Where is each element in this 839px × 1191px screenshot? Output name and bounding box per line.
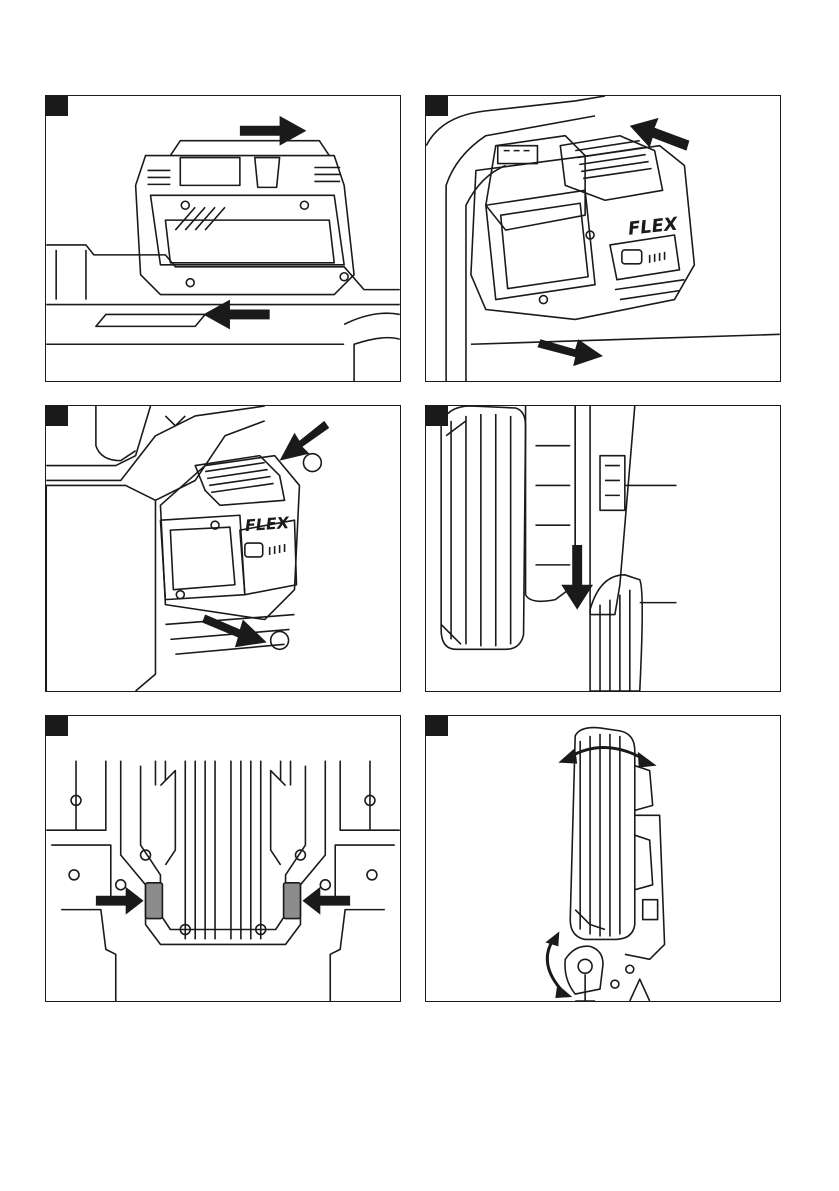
rotation-illustration [426, 716, 780, 1001]
figure-panel-3: FLEX [45, 405, 401, 692]
figure-number-tab [46, 716, 68, 736]
figure-panel-6 [425, 715, 781, 1002]
figure-panel-2: FLEX [425, 95, 781, 382]
right-latch-button [284, 883, 301, 919]
side-battery-illustration [426, 406, 780, 691]
figure-panel-5 [45, 715, 401, 1002]
battery-insertion-illustration: FLEX [426, 96, 780, 381]
figure-number-tab [46, 96, 68, 116]
figure-panel-4 [425, 405, 781, 692]
battery-removal-illustration [46, 96, 400, 381]
figure-number-tab [426, 96, 448, 116]
figure-number-tab [426, 406, 448, 426]
figure-number-tab [46, 406, 68, 426]
left-latch-button [146, 883, 163, 919]
figure-panel-1 [45, 95, 401, 382]
figure-number-tab [426, 716, 448, 736]
latch-press-illustration [46, 716, 400, 1001]
battery-release-illustration: FLEX [46, 406, 400, 691]
flex-logo-text: FLEX [244, 513, 290, 535]
